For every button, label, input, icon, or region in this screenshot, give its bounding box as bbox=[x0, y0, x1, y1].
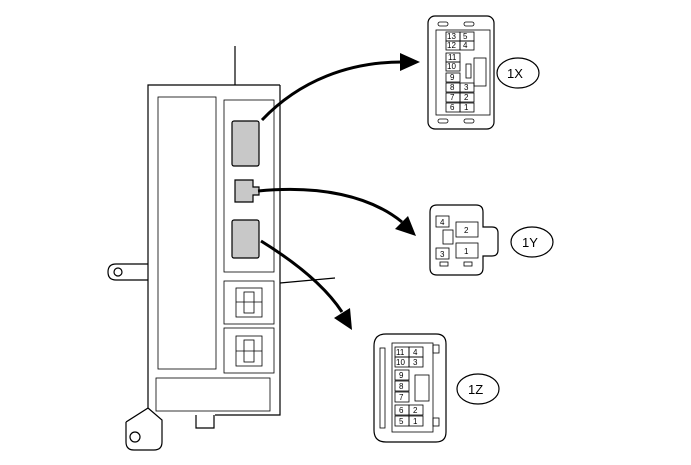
pin-1y-1: 1 bbox=[464, 247, 469, 256]
label-1z-text: 1Z bbox=[468, 382, 483, 397]
pin-1z-2: 2 bbox=[413, 406, 418, 415]
pin-1z-10: 10 bbox=[396, 358, 405, 367]
socket-1y bbox=[234, 179, 260, 203]
pin-1y-3: 3 bbox=[440, 250, 445, 259]
pin-1y-4: 4 bbox=[440, 218, 445, 227]
pin-1z-3: 3 bbox=[413, 358, 418, 367]
pin-1x-11: 11 bbox=[448, 53, 457, 62]
pin-1x-2: 2 bbox=[464, 93, 469, 102]
pin-1x-13: 13 bbox=[447, 32, 456, 41]
pin-1x-9: 9 bbox=[450, 73, 455, 82]
pin-1z-8: 8 bbox=[399, 382, 404, 391]
pin-1z-7: 7 bbox=[399, 393, 404, 402]
pin-1x-6: 6 bbox=[450, 103, 455, 112]
pin-1x-8: 8 bbox=[450, 83, 455, 92]
connector-1x: 13 5 12 4 11 10 9 8 3 7 2 6 1 bbox=[427, 15, 495, 130]
pin-1x-4: 4 bbox=[463, 41, 468, 50]
relay-socket-upper bbox=[223, 280, 275, 325]
arrow-to-1y bbox=[257, 187, 416, 236]
pin-1z-9: 9 bbox=[399, 371, 404, 380]
label-1x-text: 1X bbox=[507, 66, 523, 81]
pin-1y-2: 2 bbox=[464, 226, 469, 235]
label-1y-text: 1Y bbox=[522, 235, 538, 250]
pin-1x-10: 10 bbox=[447, 62, 456, 71]
connector-1z: 11 4 10 3 9 8 7 6 2 5 1 bbox=[373, 333, 447, 443]
pin-1z-4: 4 bbox=[413, 348, 418, 357]
connector-1y: 4 2 3 1 bbox=[429, 204, 499, 276]
pin-1x-1: 1 bbox=[464, 103, 469, 112]
label-1y: 1Y bbox=[510, 226, 554, 258]
pin-1z-1: 1 bbox=[413, 417, 418, 426]
pin-1z-5: 5 bbox=[399, 417, 404, 426]
junction-block bbox=[125, 46, 336, 423]
pin-1z-6: 6 bbox=[399, 406, 404, 415]
socket-1x bbox=[231, 120, 260, 167]
relay-socket-lower bbox=[223, 327, 275, 374]
mounting-tab-left bbox=[107, 263, 148, 281]
pin-1x-7: 7 bbox=[450, 93, 455, 102]
arrow-to-1x bbox=[260, 53, 420, 122]
pin-1x-12: 12 bbox=[447, 41, 456, 50]
label-1z: 1Z bbox=[456, 373, 500, 405]
arrow-to-1z bbox=[260, 239, 352, 330]
pin-1x-5: 5 bbox=[463, 32, 468, 41]
mounting-tab-bottom bbox=[125, 407, 215, 451]
pin-1z-11: 11 bbox=[396, 348, 405, 357]
pin-1x-3: 3 bbox=[464, 83, 469, 92]
socket-1z bbox=[231, 219, 260, 259]
label-1x: 1X bbox=[496, 57, 540, 89]
